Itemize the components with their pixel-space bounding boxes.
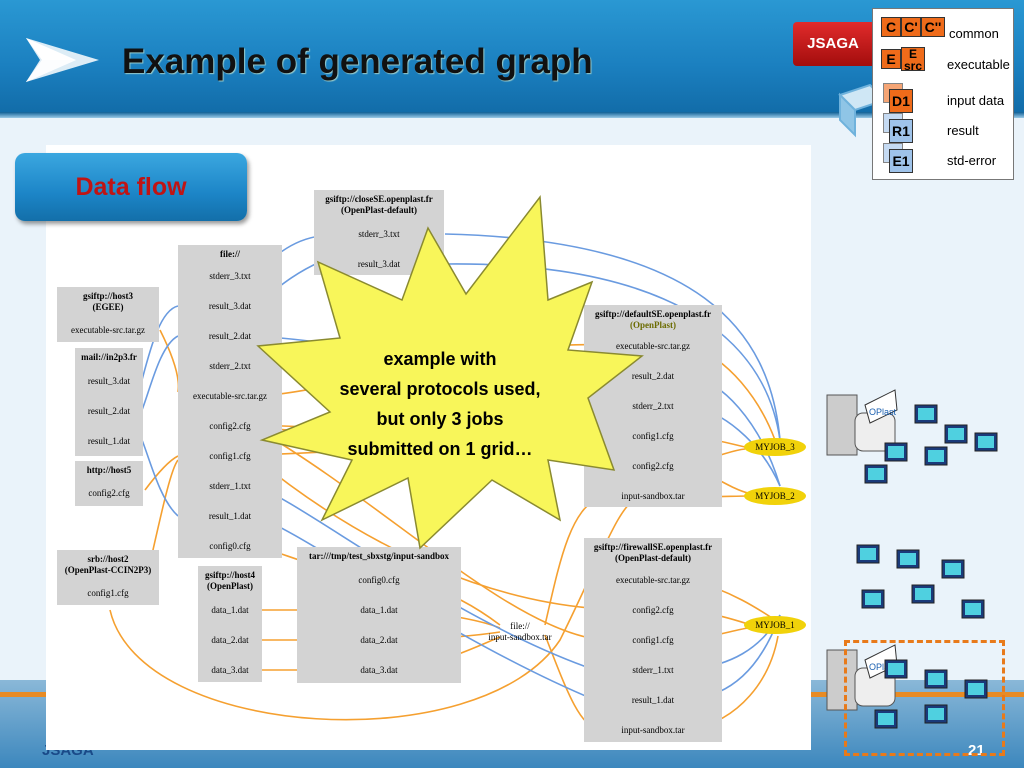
legend-tile: E bbox=[881, 49, 901, 69]
node-host5: http://host5 config2.cfg bbox=[75, 461, 143, 506]
legend-tile: E1 bbox=[889, 149, 913, 173]
legend-tile: E src bbox=[901, 47, 925, 72]
node-tar: tar:///tmp/test_sbxstg/input-sandbox con… bbox=[297, 547, 461, 683]
legend-label-common: common bbox=[949, 26, 999, 41]
node-mail: mail://in2p3.fr result_3.dat result_2.da… bbox=[75, 348, 143, 456]
node-host4: gsiftp://host4 (OpenPlast) data_1.dat da… bbox=[198, 566, 262, 682]
legend-tile: R1 bbox=[889, 119, 913, 143]
highlight-dashed-box bbox=[844, 640, 1005, 756]
node-host2: srb://host2 (OpenPlast-CCIN2P3) config1.… bbox=[57, 550, 159, 605]
legend-tile: C' bbox=[901, 17, 921, 37]
job-node: MYJOB_2 bbox=[744, 487, 806, 505]
legend-label-input-data: input data bbox=[947, 93, 1005, 108]
node-file: file:// stderr_3.txt result_3.dat result… bbox=[178, 245, 282, 558]
job-node: MYJOB_1 bbox=[744, 616, 806, 634]
brand-badge: JSAGA bbox=[793, 22, 873, 66]
cluster-label: OPlast bbox=[869, 407, 897, 417]
legend-box: C C' C'' common E E src executable D1 in… bbox=[872, 8, 1014, 180]
edge bbox=[141, 439, 179, 517]
legend-label-executable: executable bbox=[947, 57, 1010, 72]
node-defaultSE: gsiftp://defaultSE.openplast.fr (OpenPla… bbox=[584, 305, 722, 507]
callout-text: example with several protocols used, but… bbox=[339, 349, 541, 459]
node-sandbox-file: file:// input-sandbox.tar bbox=[488, 621, 552, 642]
cluster-label: OPlast bbox=[869, 662, 897, 672]
edge bbox=[144, 455, 179, 491]
computer-cluster-icon bbox=[856, 544, 985, 619]
legend-tile: C'' bbox=[921, 17, 945, 37]
computer-cluster-icon: OPlast bbox=[826, 644, 988, 729]
slide-title: Example of generated graph bbox=[122, 42, 593, 81]
arrow-icon bbox=[26, 38, 99, 82]
legend-label-result: result bbox=[947, 123, 979, 138]
node-firewallSE: gsiftp://firewallSE.openplast.fr (OpenPl… bbox=[584, 538, 722, 742]
legend-label-std-error: std-error bbox=[947, 153, 997, 168]
edge bbox=[109, 496, 641, 721]
data-flow-label: Data flow bbox=[15, 153, 247, 221]
job-node: MYJOB_3 bbox=[744, 438, 806, 456]
node-host3: gsiftp://host3 (EGEE) executable-src.tar… bbox=[57, 287, 159, 342]
computer-cluster-icon: OPlast bbox=[826, 389, 998, 484]
legend-tile: D1 bbox=[889, 89, 913, 113]
legend-tile: C bbox=[881, 17, 901, 37]
edge bbox=[141, 335, 179, 411]
